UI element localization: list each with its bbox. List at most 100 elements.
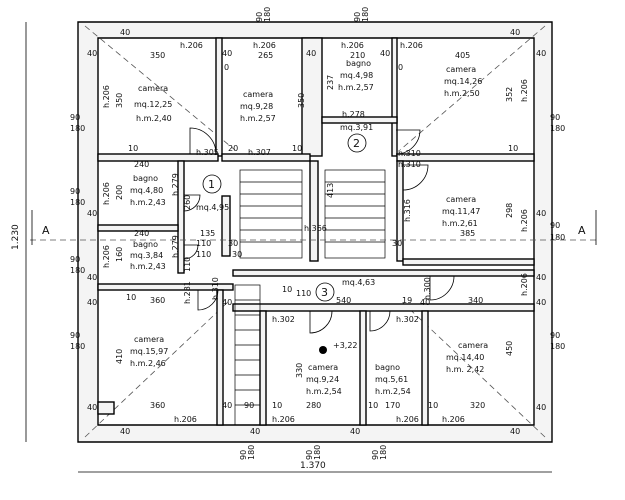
interior-walls (97, 37, 535, 426)
room-area: mq.12,25 (134, 100, 172, 109)
dimension-annotations: h.206 350 h.206 265 h.206 210 h.206 405 … (70, 7, 565, 460)
door-swing (197, 289, 219, 311)
dim: 0 (224, 63, 229, 72)
dim: h.310 (398, 149, 421, 158)
wall (221, 195, 231, 257)
wall (215, 37, 223, 157)
dim: 350 (297, 93, 306, 108)
corridor-markers: 1 2 3 mq.4,95 mq.3,91 mq.4,63 (196, 123, 375, 302)
dim: 40 (536, 273, 546, 282)
room-name: camera (134, 335, 164, 344)
corridor-3-number: 3 (321, 286, 328, 299)
dim: 180 (550, 124, 565, 133)
room-height: h.m.2,54 (375, 387, 411, 396)
door-swing (402, 164, 429, 191)
dim: 10 (508, 144, 518, 153)
dim: 90 (305, 450, 314, 460)
door-swing (183, 194, 201, 212)
dim: 40 (510, 427, 520, 436)
dim: h.300 (423, 277, 432, 300)
wall-corner-diagonal (84, 25, 236, 151)
dim: 180 (247, 445, 256, 460)
wall (97, 153, 219, 162)
dim: 237 (326, 75, 335, 90)
dim: 40 (380, 49, 390, 58)
room-name: bagno (133, 174, 158, 183)
wall (309, 160, 319, 262)
wall (396, 153, 535, 162)
dim: 10 (126, 293, 136, 302)
dim: h.206 (520, 79, 529, 102)
room-height: h.m.2,50 (444, 89, 480, 98)
dim: h.206 (253, 41, 276, 50)
dim: 10 (128, 144, 138, 153)
room-height: h.m.2,57 (240, 114, 276, 123)
dim: 180 (550, 233, 565, 242)
dim: h.206 (102, 245, 111, 268)
dim: 40 (306, 49, 316, 58)
dim: 90 (70, 187, 80, 196)
dim: 40 (120, 427, 130, 436)
dim: h.206 (180, 41, 203, 50)
dim: h.206 (272, 415, 295, 424)
room-name: bagno (375, 363, 400, 372)
dim: h.206 (341, 41, 364, 50)
dim: h.302 (396, 315, 419, 324)
wall (391, 37, 398, 157)
dim: h.307 (248, 148, 271, 157)
dim: 40 (87, 298, 97, 307)
wall (97, 401, 115, 415)
door-swing (429, 275, 455, 301)
dim: 110 (183, 257, 192, 272)
wall (359, 310, 367, 426)
dim: 90 (353, 12, 362, 22)
dim: 405 (455, 51, 470, 60)
dim: 265 (258, 51, 273, 60)
dim: 10 (428, 401, 438, 410)
dim: 180 (313, 445, 322, 460)
dim: 240 (134, 160, 149, 169)
dim: h.206 (520, 209, 529, 232)
dim: h.206 (442, 415, 465, 424)
dim: 40 (510, 28, 520, 37)
room-name: camera (446, 65, 476, 74)
dim: 360 (150, 296, 165, 305)
dim: h.281 (183, 281, 192, 304)
dim: 110 (196, 239, 211, 248)
dim: h.206 (102, 85, 111, 108)
room-area: mq.14,40 (446, 353, 484, 362)
wall (177, 160, 185, 274)
room-name: camera (138, 84, 168, 93)
dim: 40 (222, 401, 232, 410)
dim: 350 (150, 51, 165, 60)
room-name: bagno (346, 59, 371, 68)
dim: 40 (87, 209, 97, 218)
stair-flight (234, 284, 261, 426)
dim: h.366 (304, 224, 327, 233)
dim: h.278 (342, 110, 365, 119)
doors (183, 127, 455, 334)
wall-corner-diagonal (399, 299, 546, 438)
level-mark-symbol (319, 346, 327, 354)
dim: 90 (550, 221, 560, 230)
dim: h.316 (403, 199, 412, 222)
dim: 90 (550, 113, 560, 122)
dim: 40 (87, 273, 97, 282)
room-area: mq.5,61 (375, 375, 408, 384)
corridor-number-circle (347, 133, 367, 153)
room-height: h.m.2,43 (130, 262, 166, 271)
overall-dimensions: 1.230 1.370 (11, 22, 552, 473)
corridor-1-number: 1 (208, 178, 215, 191)
dim: h.279 (171, 235, 180, 258)
dim: 413 (326, 183, 335, 198)
dim: 180 (70, 124, 85, 133)
wall (396, 160, 404, 262)
dim: 90 (70, 331, 80, 340)
dim: 410 (115, 349, 124, 364)
dim: 40 (536, 209, 546, 218)
dim: 110 (196, 250, 211, 259)
room-area: mq.14,26 (444, 77, 482, 86)
dim: 350 (115, 93, 124, 108)
dim: 40 (250, 427, 260, 436)
room-name: bagno (133, 240, 158, 249)
